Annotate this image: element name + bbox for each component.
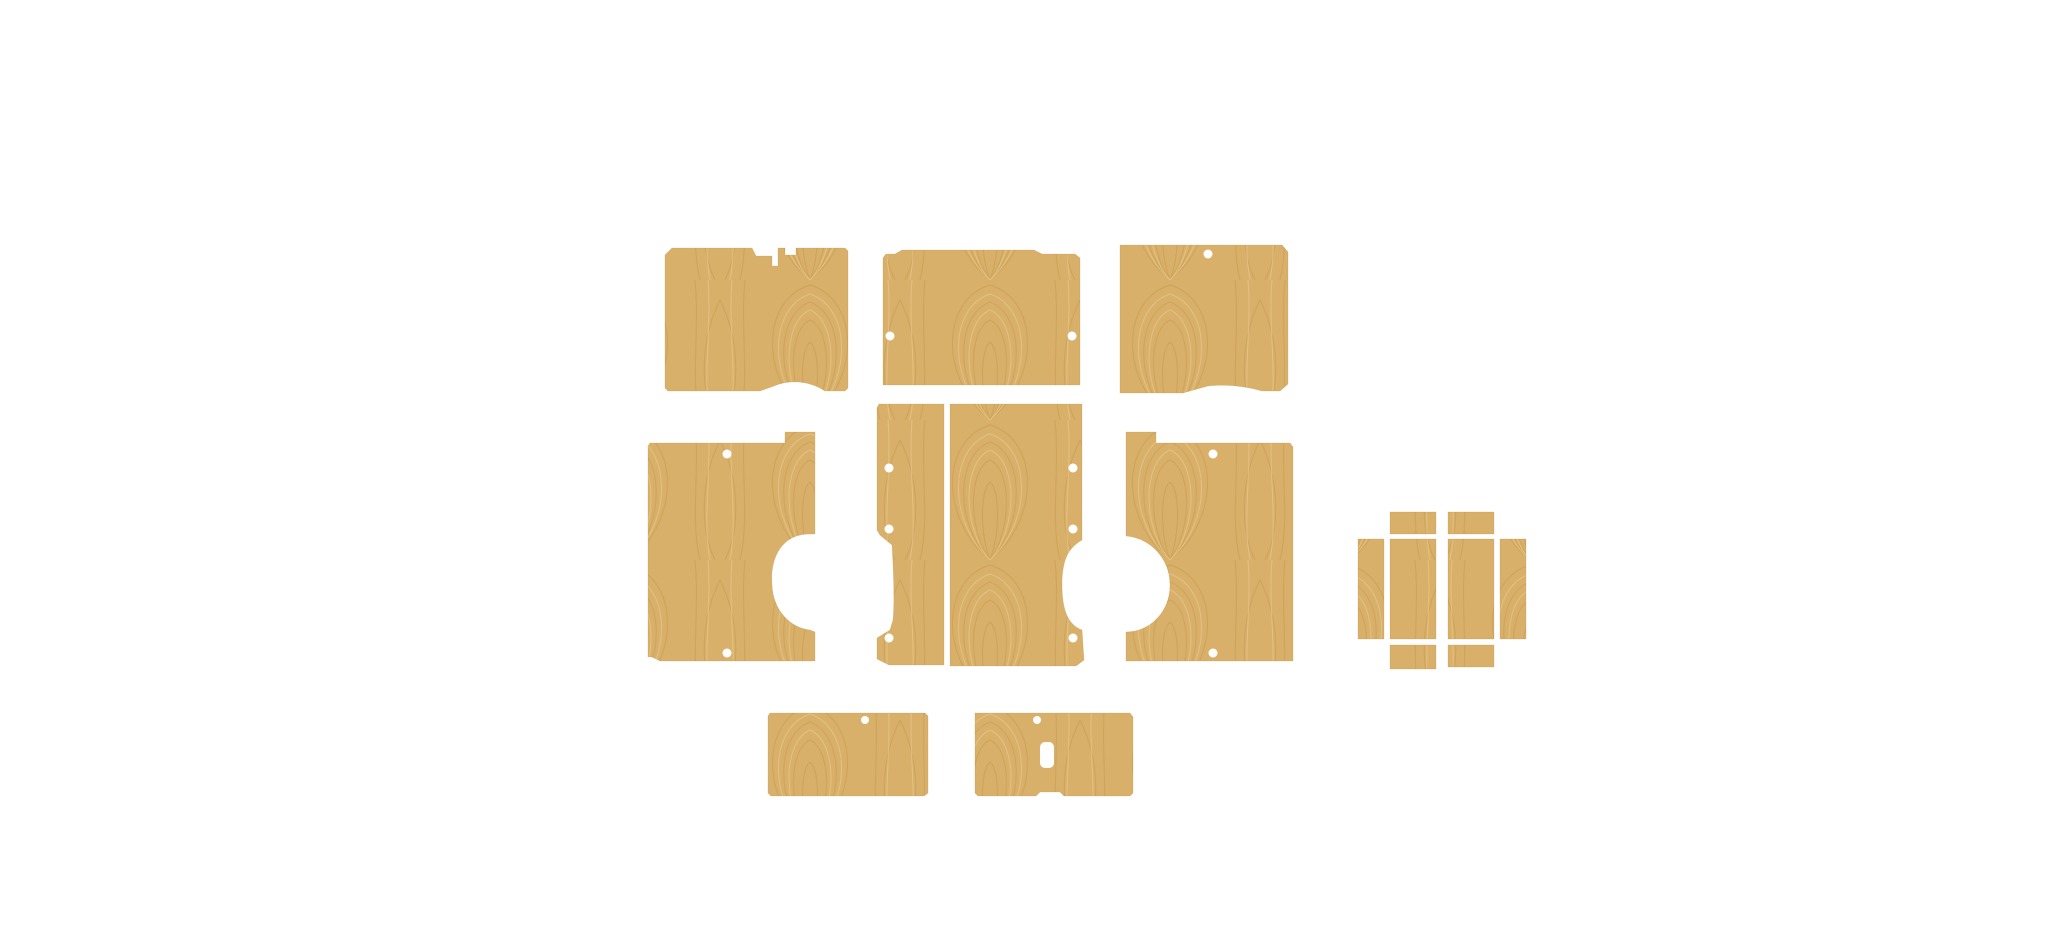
mounting-hole	[861, 716, 869, 724]
front-left-panel	[664, 247, 849, 392]
rear-center-panel	[974, 712, 1134, 797]
mounting-hole	[885, 331, 895, 341]
mounting-hole	[722, 449, 732, 459]
mounting-hole	[1068, 633, 1078, 643]
mounting-hole	[1068, 463, 1078, 473]
mounting-hole	[884, 524, 894, 534]
center-strip-panel	[876, 403, 945, 666]
small-pieces-cluster	[1357, 511, 1527, 670]
mounting-hole	[884, 463, 894, 473]
left-wheel-arch-panel	[647, 431, 816, 662]
front-center-panel	[882, 249, 1081, 386]
mounting-hole	[722, 648, 732, 658]
center-wheel-arch-panel	[949, 403, 1085, 667]
front-right-panel	[1119, 244, 1289, 394]
rear-left-panel	[767, 712, 929, 797]
mounting-hole	[1067, 331, 1077, 341]
right-wheel-arch-panel	[1125, 431, 1294, 662]
slot-cutout	[1040, 742, 1054, 768]
mounting-hole	[1208, 648, 1218, 658]
mounting-hole	[884, 633, 894, 643]
mounting-hole	[1203, 249, 1213, 259]
mounting-hole	[1068, 524, 1078, 534]
mounting-hole	[1208, 449, 1218, 459]
mounting-hole	[1033, 716, 1041, 724]
